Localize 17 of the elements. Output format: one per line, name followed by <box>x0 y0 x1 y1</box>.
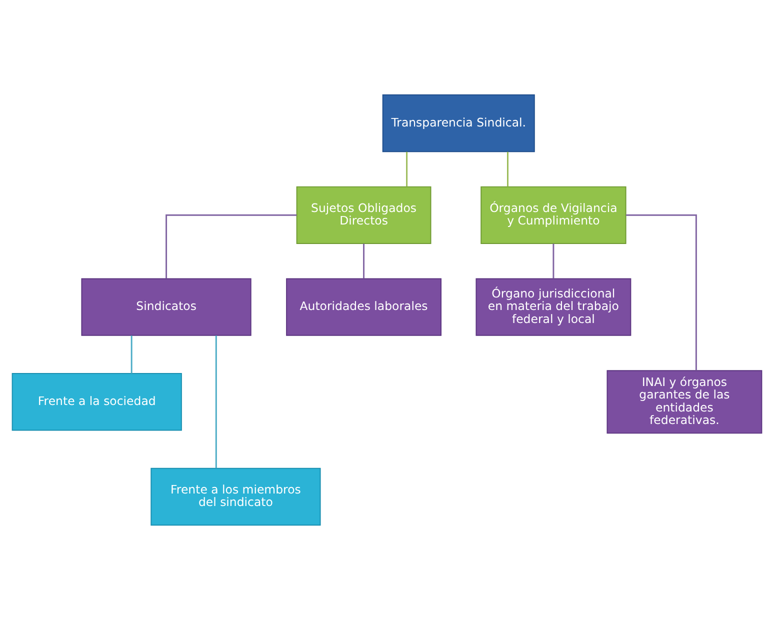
node-box: Frente a los miembros del sindicato <box>150 467 321 526</box>
node-box: Transparencia Sindical. <box>382 94 535 152</box>
node-box: Sindicatos <box>81 278 252 336</box>
connector <box>130 335 132 373</box>
connector <box>626 214 697 370</box>
node-box: Órganos de Vigilancia y Cumplimiento <box>480 186 626 244</box>
connector <box>406 151 408 186</box>
connector <box>507 151 508 186</box>
connector <box>215 334 217 468</box>
node-box: Sujetos Obligados Directos <box>296 186 432 244</box>
connector <box>166 214 297 278</box>
node-box: Órgano jurisdiccional en materia del trabajo federal y local <box>476 278 632 336</box>
connector <box>363 243 365 278</box>
node-box: INAI y órganos garantes de las entidades federativas. <box>606 370 762 434</box>
node-box: Autoridades laborales <box>286 278 442 336</box>
node-box: Frente a la sociedad <box>12 372 182 430</box>
connector <box>552 243 554 278</box>
